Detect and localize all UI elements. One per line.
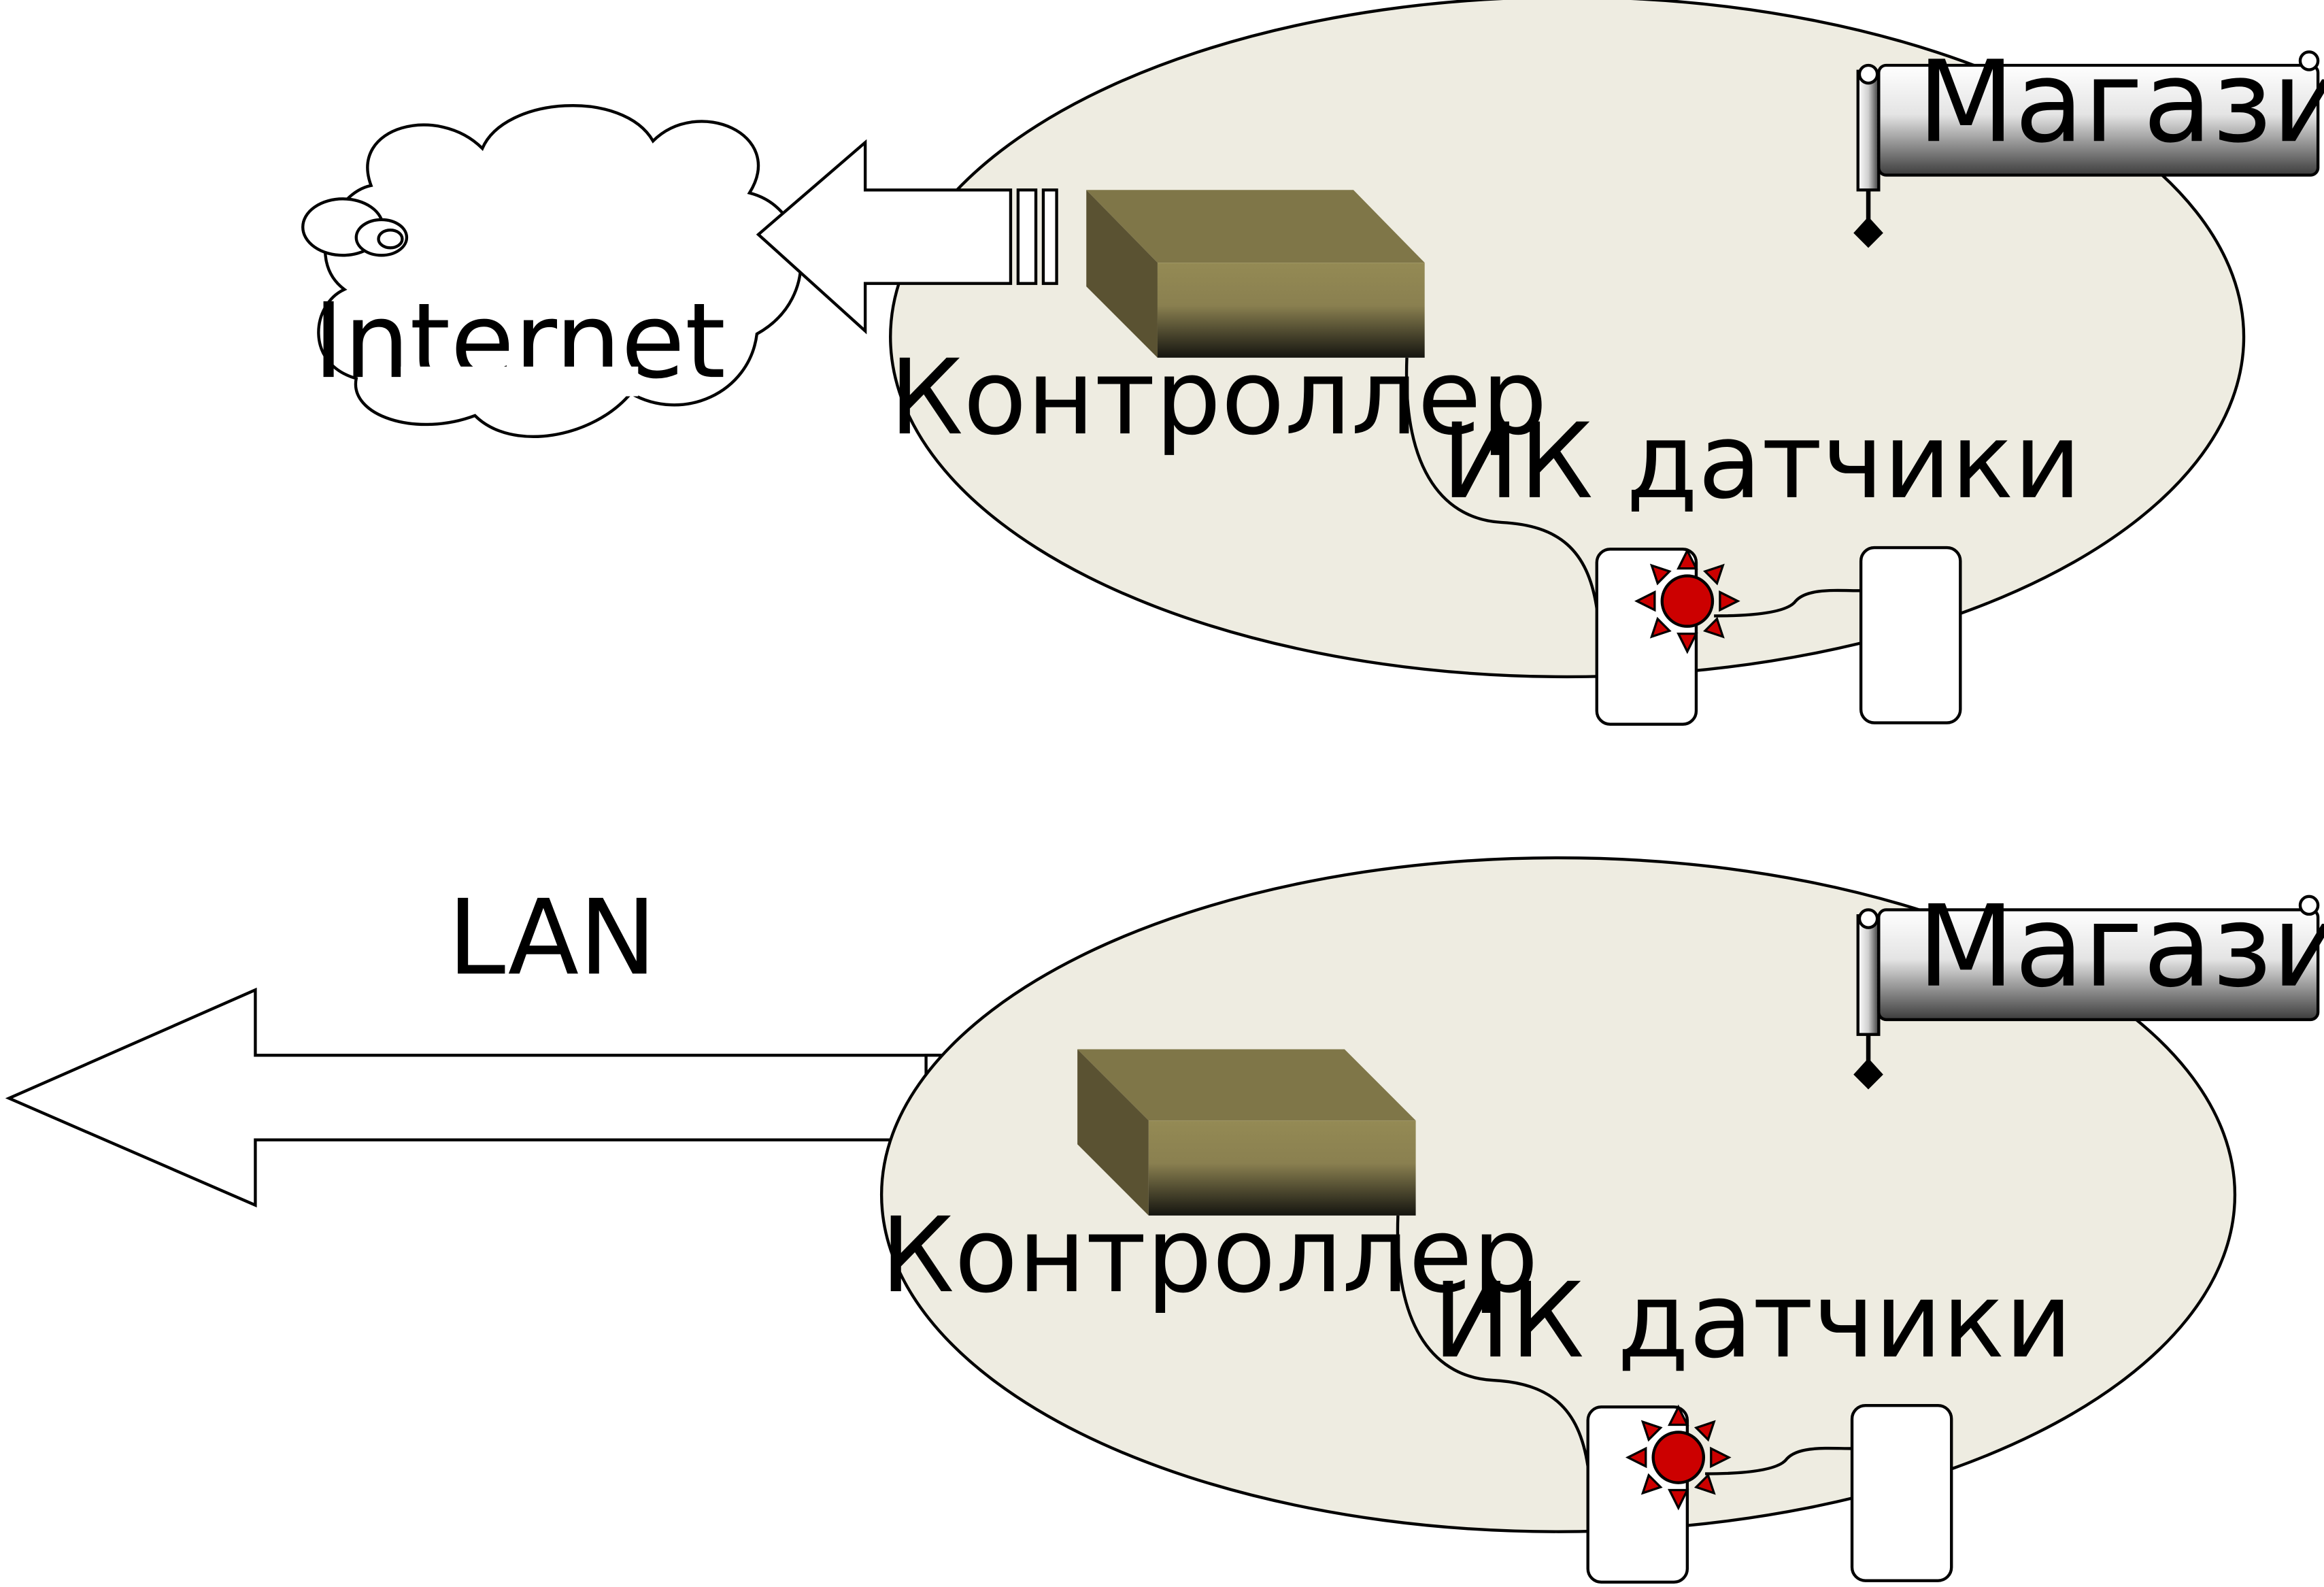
banner-1-scroll bbox=[1877, 63, 2320, 177]
internet-label-clip bbox=[401, 366, 639, 397]
store-1-banner: Магазин 1 bbox=[1853, 37, 2324, 248]
controller-1-side bbox=[1086, 190, 1158, 358]
store-1: Internet Контроллер ИК датчики bbox=[301, 0, 2324, 726]
store-2-area bbox=[879, 856, 2237, 1533]
ir-light-rays bbox=[1634, 548, 1740, 654]
controller-2: Контроллер bbox=[881, 1049, 1538, 1316]
ir-sensor-receiver-1 bbox=[1859, 546, 1962, 724]
controller-1-label: Контроллер bbox=[890, 337, 1547, 458]
ir-light-core bbox=[1660, 574, 1715, 628]
ir-light-2 bbox=[1625, 1404, 1732, 1511]
controller-2-side bbox=[1077, 1049, 1149, 1216]
ir-beam-link-1 bbox=[1714, 588, 1862, 618]
ir-light-core bbox=[1651, 1431, 1706, 1484]
banner-2-scroll bbox=[1877, 908, 2320, 1022]
sensors-1-label: ИК датчики bbox=[1442, 401, 2081, 522]
arrow-stripe-2 bbox=[1041, 188, 1058, 285]
lan-arrow: LAN bbox=[5, 878, 952, 1207]
internet-cloud: Internet bbox=[301, 104, 803, 438]
store-1-name: Магазин 1 bbox=[1917, 37, 2324, 168]
controller-2-label: Контроллер bbox=[881, 1195, 1538, 1316]
banner-1-pole bbox=[1856, 69, 1881, 192]
banner-1-pole-tip bbox=[1853, 216, 1883, 248]
banner-1-curl bbox=[2298, 50, 2320, 71]
internet-arrow bbox=[756, 139, 1058, 335]
ir-light-rays bbox=[1625, 1404, 1732, 1511]
cable-2 bbox=[1396, 1215, 1589, 1467]
controller-1-top bbox=[1086, 190, 1425, 263]
store-2-banner: Магазин 2 bbox=[1853, 882, 2324, 1090]
banner-2-pole-tip bbox=[1853, 1058, 1883, 1090]
cloud-bubble-small bbox=[377, 229, 404, 250]
ir-beam-link-2 bbox=[1705, 1446, 1853, 1475]
store-2-name: Магазин 2 bbox=[1917, 882, 2324, 1013]
controller-1: Контроллер bbox=[890, 190, 1547, 458]
banner-2-pole-cap bbox=[1857, 908, 1879, 929]
ir-sensors-1 bbox=[1595, 546, 1962, 726]
internet-arrow-shape bbox=[756, 139, 1013, 335]
banner-1-pole-cap bbox=[1857, 63, 1879, 85]
arrow-stripe-1 bbox=[1016, 188, 1038, 285]
lan-label: LAN bbox=[448, 878, 656, 999]
controller-2-top bbox=[1077, 1049, 1416, 1121]
banner-2-curl bbox=[2298, 895, 2320, 916]
controller-2-front bbox=[1148, 1120, 1416, 1216]
cable-1 bbox=[1404, 357, 1598, 609]
lan-arrow-shape bbox=[5, 987, 952, 1207]
store-2: LAN Контроллер ИК датчики bbox=[5, 856, 2324, 1584]
controller-1-front bbox=[1157, 263, 1425, 358]
ir-sensor-receiver-2 bbox=[1850, 1403, 1953, 1582]
ir-light-1 bbox=[1634, 548, 1740, 654]
banner-2-pole bbox=[1856, 914, 1881, 1036]
sensors-2-label: ИК датчики bbox=[1433, 1260, 2072, 1382]
cloud-shape bbox=[317, 104, 803, 438]
ir-sensors-2 bbox=[1586, 1403, 1953, 1584]
